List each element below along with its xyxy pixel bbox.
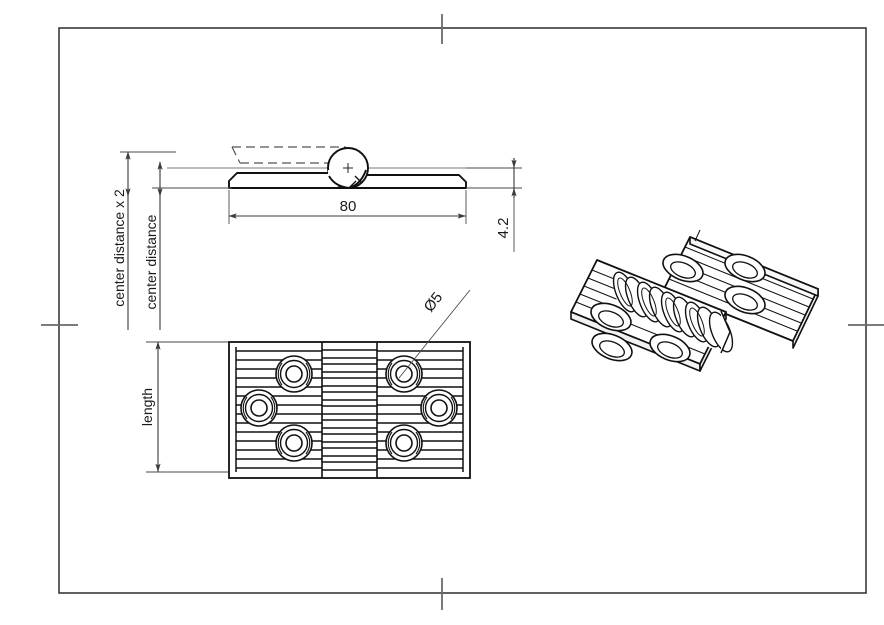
knuckle-band-ribs <box>322 349 377 471</box>
hinge-profile-outline <box>228 167 467 189</box>
isometric-view <box>570 229 819 372</box>
iso-knuckle-barrel <box>612 271 734 354</box>
dimension-label-center-distance: center distance <box>143 214 159 309</box>
iso-hole-6 <box>649 333 691 363</box>
dimension-label-80: 80 <box>340 198 357 215</box>
dimension-label-center-distance-x2: center distance x 2 <box>111 189 127 307</box>
iso-hole-2 <box>724 253 766 283</box>
hole-bottom-right <box>385 424 423 462</box>
iso-hole-1 <box>662 253 704 283</box>
iso-countersunk-holes <box>590 253 766 363</box>
side-elevation-view <box>167 146 520 189</box>
iso-hole-3 <box>724 285 766 315</box>
dimension-plate-length: length <box>139 341 232 473</box>
dimension-label-42: 4.2 <box>495 218 512 239</box>
iso-hole-4 <box>590 302 632 332</box>
dimension-center-distance: center distance <box>143 161 232 330</box>
knuckle-center-cross <box>343 163 353 173</box>
knuckle-band-edges <box>321 342 378 478</box>
countersunk-holes <box>240 355 458 462</box>
iso-hole-5 <box>591 332 633 362</box>
leaf-seam-tick <box>354 175 363 184</box>
dimension-label-length: length <box>139 388 155 426</box>
dimension-thickness: 4.2 <box>466 158 522 252</box>
hole-mid-left <box>240 389 278 427</box>
hidden-leaf-outline <box>231 146 346 164</box>
hole-top-right <box>385 355 423 393</box>
centering-marks <box>41 14 884 610</box>
top-plan-view <box>228 341 471 479</box>
dimension-center-distance-x2: center distance x 2 <box>111 151 176 330</box>
hole-mid-right <box>420 389 458 427</box>
sheet-border <box>58 27 867 594</box>
hole-top-left <box>275 355 313 393</box>
dimension-overall-length: 80 <box>228 190 467 224</box>
hole-bottom-left <box>275 424 313 462</box>
